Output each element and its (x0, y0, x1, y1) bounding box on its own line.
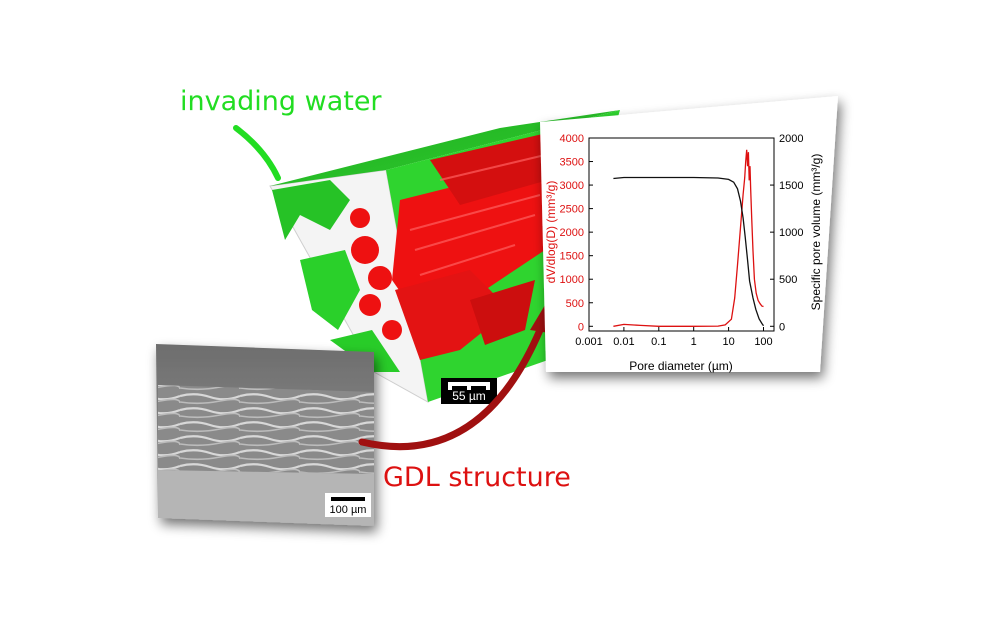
sem-scale-bar (331, 497, 365, 501)
invading-water-label: invading water (180, 86, 382, 117)
y-left-tick-label: 0 (578, 321, 584, 333)
y-right-tick-label: 2000 (779, 133, 803, 145)
chart-y-left-title: dV/dlog(D) (mm³/g) (544, 181, 558, 284)
y-left-tick-label: 3000 (560, 180, 584, 192)
water-patch (330, 330, 400, 372)
x-tick-label: 0.1 (651, 336, 666, 348)
pore-size-chart: 0.001 0.01 0.1 1 10 100 0 500 1000 1500 2000 2500 3… (544, 133, 823, 373)
chart-plot-frame (588, 137, 775, 332)
water-arrow (233, 125, 281, 181)
y-left-tick-label: 2500 (560, 204, 584, 216)
x-tick-label: 0.001 (575, 336, 603, 348)
y-right-tick-label: 0 (779, 321, 785, 333)
y-left-tick-label: 1000 (560, 274, 584, 286)
y-left-tick-label: 500 (566, 298, 584, 310)
y-right-tick-label: 500 (779, 274, 797, 286)
fiber-highlights (409, 154, 546, 276)
water-patch (300, 250, 360, 330)
y-right-tick-label: 1000 (779, 227, 803, 239)
fiber-mass (392, 130, 560, 360)
series-pore-volume-line (613, 176, 765, 327)
tomography-scale-label: 55 µm (452, 389, 486, 403)
chart-y-right-title: Specific pore volume (mm³/g) (809, 154, 823, 311)
sem-scale-label: 100 µm (330, 504, 367, 516)
x-tick-label: 0.01 (613, 336, 634, 348)
fiber-ends (350, 208, 402, 340)
y-left-tick-label: 4000 (560, 133, 584, 145)
gdl-structure-label: GDL structure (383, 462, 571, 493)
chart-x-axis-title: Pore diameter (µm) (629, 359, 733, 373)
series-dv-dlogd-line (613, 149, 764, 327)
x-tick-label: 100 (754, 336, 772, 348)
cube-top-face (270, 110, 620, 186)
y-left-tick-label: 1500 (560, 251, 584, 263)
chart-panel (540, 96, 838, 372)
x-tick-label: 10 (722, 336, 734, 348)
sem-image: 100 µm (156, 344, 374, 526)
x-tick-label: 1 (691, 336, 697, 348)
water-patch (272, 180, 350, 240)
y-right-tick-label: 1500 (779, 180, 803, 192)
y-left-tick-label: 3500 (560, 157, 584, 169)
gdl-arrow (358, 326, 544, 451)
y-left-tick-label: 2000 (560, 227, 584, 239)
tomography-scale-bar: 55 µm (441, 378, 497, 404)
